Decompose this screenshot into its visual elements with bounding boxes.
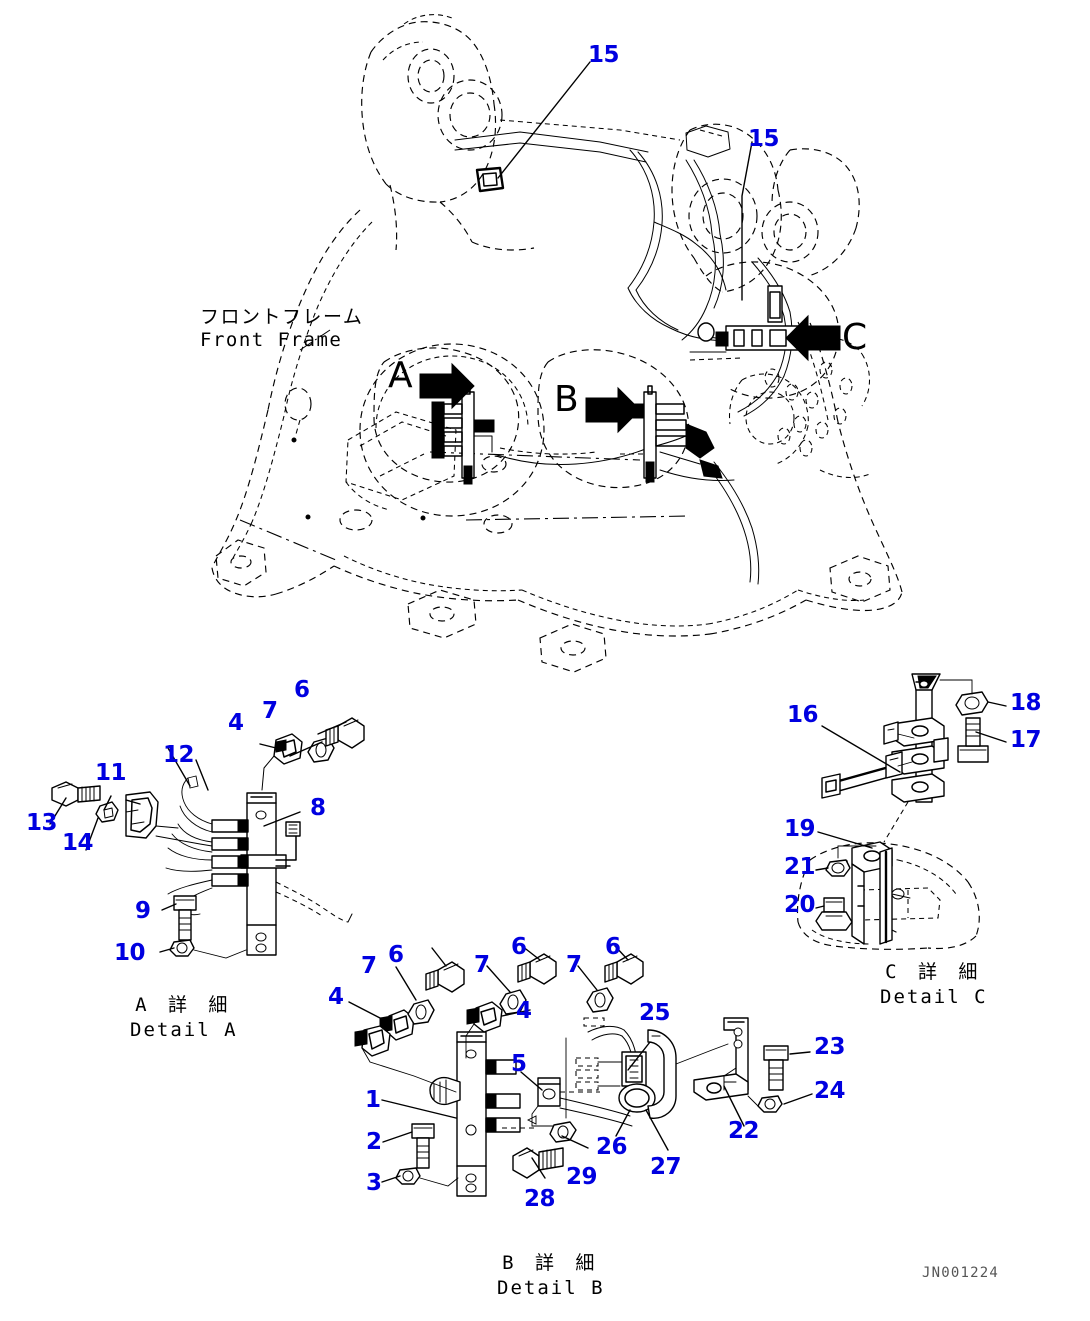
detail-a-title-jp: A 詳 細 (135, 994, 233, 1016)
callout-b-29: 29 (566, 1164, 598, 1190)
callout-b-7b: 7 (474, 952, 490, 978)
detail-a-title: A 詳 細 Detail A (130, 993, 238, 1042)
callout-b-4b: 4 (516, 998, 532, 1024)
detail-c-title-jp: C 詳 細 (885, 961, 983, 983)
callout-15-top: 15 (588, 42, 620, 68)
callout-b-3: 3 (366, 1170, 382, 1196)
callout-a-8: 8 (310, 795, 326, 821)
callout-c-21: 21 (784, 854, 816, 880)
drawing-code: JN001224 (922, 1265, 1000, 1281)
section-arrow-c (785, 314, 841, 362)
leader-15-right (741, 141, 753, 301)
callout-a-9: 9 (135, 898, 151, 924)
callout-b-6c: 6 (605, 934, 621, 960)
callout-c-18: 18 (1010, 690, 1042, 716)
detail-b-title-jp: B 詳 細 (502, 1252, 600, 1274)
detail-c-title-en: Detail C (880, 985, 988, 1008)
detail-b-title: B 詳 細 Detail B (497, 1251, 605, 1300)
callout-c-20: 20 (784, 892, 816, 918)
callout-a-7: 7 (262, 698, 278, 724)
callout-b-4a: 4 (328, 984, 344, 1010)
callout-a-14: 14 (62, 830, 94, 856)
section-letter-c: C (842, 317, 868, 358)
front-frame-label-en: Front Frame (200, 329, 343, 352)
callout-b-26: 26 (596, 1134, 628, 1160)
callout-b-1: 1 (365, 1087, 381, 1113)
callout-b-28: 28 (524, 1186, 556, 1212)
section-arrow-a (419, 362, 475, 410)
callout-b-22: 22 (728, 1118, 760, 1144)
callout-a-13: 13 (26, 810, 58, 836)
detail-a-title-en: Detail A (130, 1018, 238, 1041)
callout-b-7c: 7 (566, 952, 582, 978)
detail-b-title-en: Detail B (497, 1276, 605, 1299)
callout-b-23: 23 (814, 1034, 846, 1060)
callout-b-6a: 6 (388, 942, 404, 968)
callout-b-5: 5 (511, 1051, 527, 1077)
callout-15-right: 15 (748, 126, 780, 152)
callout-c-17: 17 (1010, 727, 1042, 753)
callout-a-11: 11 (95, 760, 127, 786)
section-letter-b: B (554, 379, 579, 420)
callout-c-16: 16 (787, 702, 819, 728)
leader-15-top (497, 61, 591, 179)
callout-a-10: 10 (114, 940, 146, 966)
callout-a-4: 4 (228, 710, 244, 736)
callout-c-19: 19 (784, 816, 816, 842)
callout-b-24: 24 (814, 1078, 846, 1104)
section-letter-a: A (388, 355, 413, 396)
callout-b-7a: 7 (361, 953, 377, 979)
callout-a-6: 6 (294, 677, 310, 703)
front-frame-label-jp: フロントフレーム (200, 306, 364, 328)
detail-c-title: C 詳 細 Detail C (880, 960, 988, 1009)
section-arrow-b (585, 386, 641, 434)
callout-b-27: 27 (650, 1154, 682, 1180)
callout-a-12: 12 (163, 742, 195, 768)
callout-b-6b: 6 (511, 934, 527, 960)
callout-b-2: 2 (366, 1129, 382, 1155)
front-frame-label: フロントフレーム Front Frame (200, 306, 363, 352)
callout-b-25: 25 (639, 1000, 671, 1026)
